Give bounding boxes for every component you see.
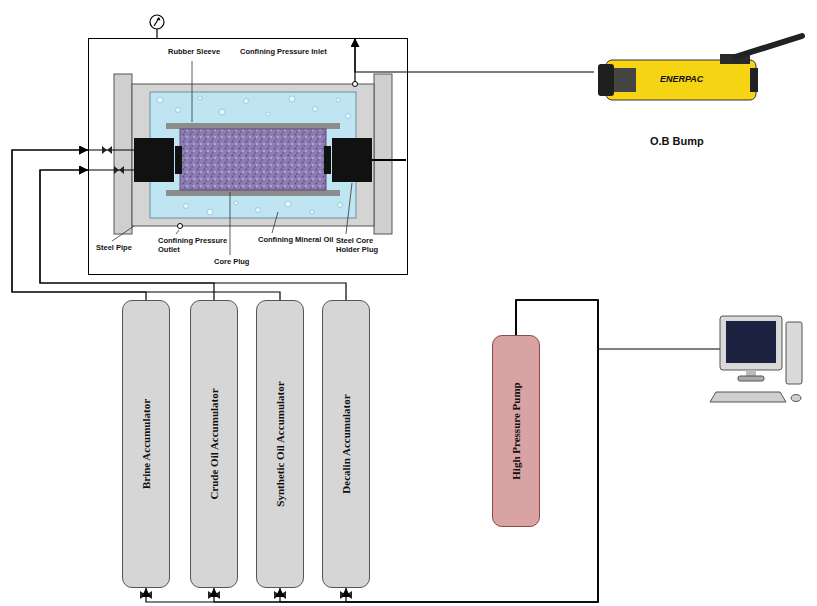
end-plate: [114, 74, 132, 234]
accumulator: Synthetic Oil Accumulator: [256, 300, 304, 588]
part-label: Confining Pressure Inlet: [240, 48, 327, 57]
pump-label: High Pressure Pump: [510, 382, 523, 479]
pipe-connector: [346, 300, 598, 602]
pipe-connector: [40, 170, 214, 300]
core-plug: [180, 129, 326, 190]
leader-line: [192, 61, 193, 122]
part-label: Steel Core Holder Plug: [336, 237, 388, 254]
leader-line: [112, 226, 134, 241]
steel-pipe: [132, 84, 374, 226]
holder-plug: [332, 138, 372, 182]
monitor-neck: [746, 370, 756, 376]
mineral-oil: [150, 92, 356, 218]
pump-block: [614, 68, 636, 92]
pressure-gauge: [150, 15, 164, 29]
part-label: Confining Pressure Outlet: [158, 237, 232, 254]
accumulator: Crude Oil Accumulator: [190, 300, 238, 588]
part-label: Steel Pipe: [96, 244, 132, 253]
gauge-needle-head: [157, 17, 161, 21]
pump-label: ENERPAC: [660, 74, 703, 84]
part-label: Core Plug: [214, 258, 249, 267]
pipe-connector: [12, 150, 280, 300]
pipe-connector: [214, 300, 598, 602]
computer-tower: [786, 322, 802, 384]
oil-bubble: [313, 107, 318, 112]
accumulator-label: Decalin Accumulator: [340, 394, 353, 493]
rubber-sleeve: [166, 190, 340, 196]
inlet-port: [353, 82, 358, 87]
oil-bubble: [310, 210, 314, 214]
oil-bubble: [244, 99, 249, 104]
outlet-port: [178, 224, 183, 229]
oil-bubble: [289, 96, 295, 102]
leader-line: [230, 192, 231, 255]
leader-line: [346, 183, 352, 234]
ob-pump: ENERPAC O.B Bump: [594, 40, 808, 155]
pipe-connector: [280, 300, 598, 602]
oil-bubble: [346, 114, 351, 119]
keyboard: [710, 392, 786, 402]
part-label: Rubber Sleeve: [168, 48, 220, 57]
pump-body: [606, 60, 756, 100]
pipe-connector: [355, 38, 594, 72]
accumulator-label: Synthetic Oil Accumulator: [274, 381, 287, 506]
oil-bubble: [207, 209, 213, 215]
oil-bubble: [198, 96, 202, 100]
accumulator: Brine Accumulator: [122, 300, 170, 588]
holder-plug: [134, 138, 174, 182]
leader-line: [176, 230, 179, 234]
oil-bubble: [336, 98, 340, 102]
holder-plug-tip: [175, 146, 182, 174]
pump-head: [598, 64, 614, 96]
accumulator: Decalin Accumulator: [322, 300, 370, 588]
high-pressure-pump: High Pressure Pump: [492, 335, 540, 527]
end-plate: [374, 74, 392, 234]
oil-bubble: [256, 208, 261, 213]
oil-bubble: [219, 109, 225, 115]
oil-bubble: [234, 201, 238, 205]
holder-plug-tip: [324, 146, 331, 174]
pipe-connector: [40, 170, 346, 300]
oil-bubble: [184, 204, 189, 209]
inlet-line: [88, 169, 134, 170]
pipe-connector: [146, 300, 598, 602]
accumulator-label: Brine Accumulator: [140, 399, 153, 489]
pipe-connector: [12, 150, 146, 300]
oil-bubble: [266, 112, 270, 116]
mouse: [791, 395, 801, 402]
monitor: [720, 316, 782, 370]
part-label: Confining Mineral Oil: [258, 236, 334, 245]
monitor-base: [738, 376, 764, 381]
oil-bubble: [338, 203, 343, 208]
outlet-line: [372, 159, 406, 161]
oil-bubble: [157, 97, 163, 103]
oil-bubble: [176, 108, 181, 113]
gauge-line: [156, 29, 157, 38]
core-holder-frame: Rubber Sleeve Confining Pressure InletCor…: [88, 38, 408, 275]
pump-end: [750, 68, 758, 92]
pump-label: O.B Bump: [650, 135, 704, 148]
computer-wire: [598, 348, 720, 349]
pump-handle: [735, 36, 802, 57]
accumulator-label: Crude Oil Accumulator: [208, 388, 221, 499]
valve: [102, 146, 112, 154]
frame-ground: [88, 38, 408, 275]
valve: [114, 166, 124, 174]
oil-bubble: [285, 201, 291, 207]
leader-line: [272, 212, 278, 233]
rubber-sleeve: [166, 123, 340, 129]
screen: [726, 321, 776, 363]
